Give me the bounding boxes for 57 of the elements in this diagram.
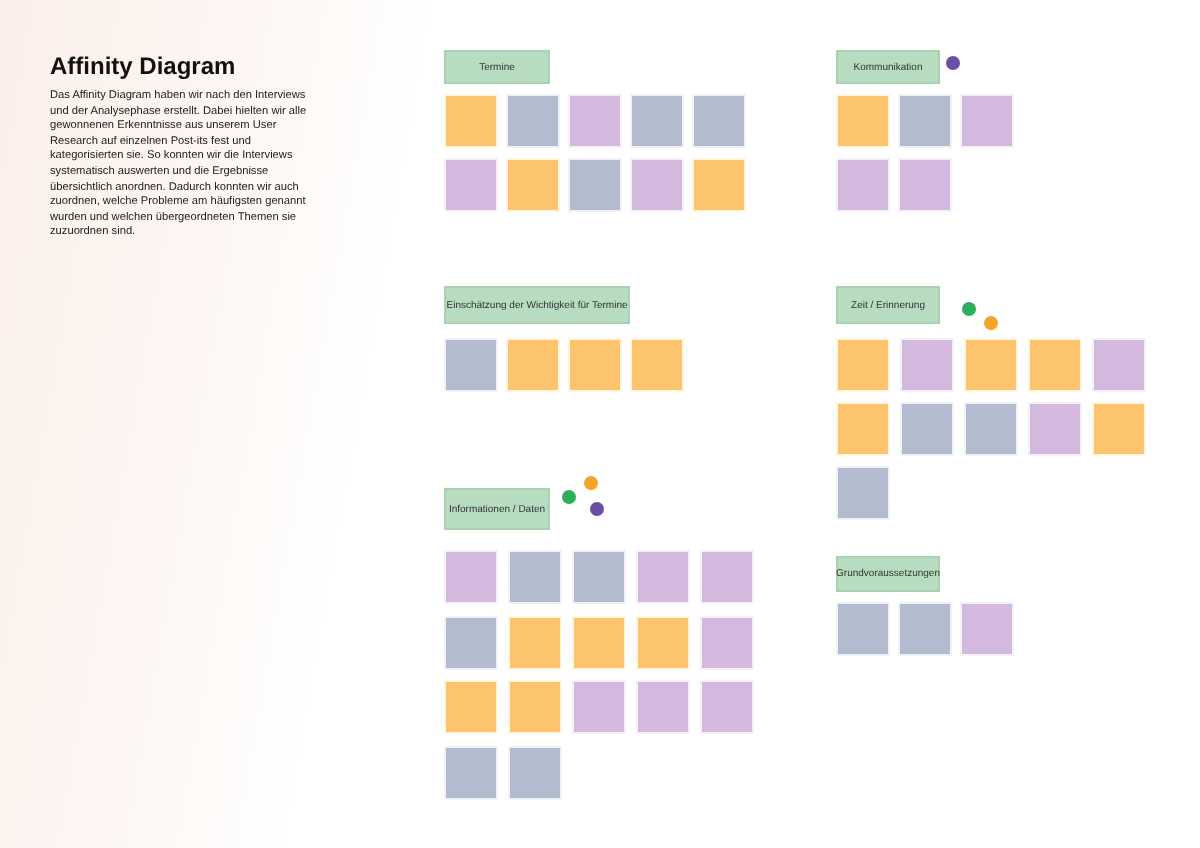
sticky-note [630,338,684,392]
sticky-note [692,158,746,212]
sticky-note [692,94,746,148]
sticky-note [836,402,890,456]
sticky-note [508,615,562,669]
sticky-note [508,550,562,604]
sticky-note [444,745,498,799]
sticky-note [506,338,560,392]
sticky-note [444,680,498,734]
sticky-note [630,158,684,212]
sticky-note [1092,338,1146,392]
sticky-note [700,550,754,604]
sticky-note [964,338,1018,392]
sticky-note [900,402,954,456]
sticky-note [836,602,890,656]
sticky-note [444,338,498,392]
sticky-note [568,338,622,392]
sticky-note [506,158,560,212]
sticky-note [700,680,754,734]
category-header [444,286,630,324]
sticky-note [572,550,626,604]
sticky-note [1028,402,1082,456]
sticky-note [836,338,890,392]
sticky-note [1028,338,1082,392]
sticky-note [898,602,952,656]
sticky-note [898,158,952,212]
sticky-note [700,615,754,669]
sticky-note [1092,402,1146,456]
sticky-note [636,550,690,604]
sticky-note [444,615,498,669]
sticky-note [836,158,890,212]
sticky-note [836,466,890,520]
category-header [444,50,550,84]
category-header [836,286,940,324]
sticky-note [568,94,622,148]
sticky-note [836,94,890,148]
sticky-note [508,680,562,734]
sticky-note [964,402,1018,456]
sticky-note [508,745,562,799]
sticky-note [572,615,626,669]
sticky-note [444,158,498,212]
sticky-note [960,94,1014,148]
sticky-note [506,94,560,148]
sticky-note [636,615,690,669]
sticky-note [572,680,626,734]
sticky-note [900,338,954,392]
diagram-title: Affinity Diagram [50,52,236,80]
category-header [444,488,550,530]
sticky-note [444,94,498,148]
category-header [836,556,940,592]
sticky-note [960,602,1014,656]
sticky-note [898,94,952,148]
category-header [836,50,940,84]
sticky-note [630,94,684,148]
sticky-note [636,680,690,734]
sticky-note [568,158,622,212]
sticky-note [444,550,498,604]
